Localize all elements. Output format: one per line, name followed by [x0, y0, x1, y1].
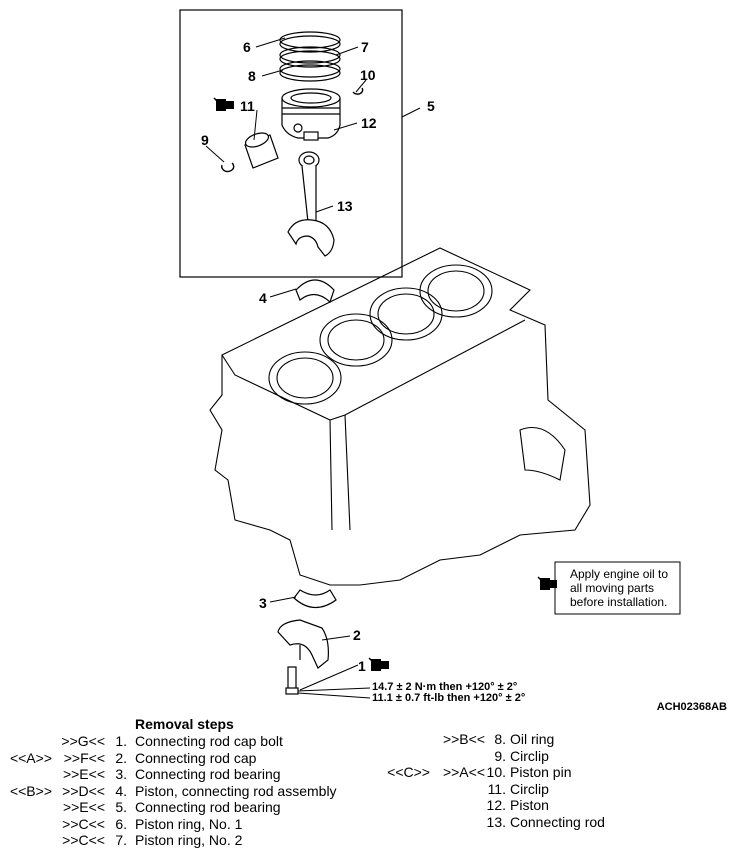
step-indicator: >>C<<	[62, 832, 105, 848]
step-label: Piston ring, No. 1	[135, 815, 243, 832]
callout-3: 3	[259, 595, 267, 611]
callout-10: 10	[360, 67, 376, 83]
step-indicator: >>G<<	[61, 733, 105, 749]
upper-bearing	[295, 279, 335, 304]
piston-pin	[244, 132, 279, 169]
removal-step-row: >>C<< 7. Piston ring, No. 2	[0, 832, 737, 849]
step-number: 4.	[115, 782, 127, 799]
removal-step-row: <<B>> >>D<< 4. Piston, connecting rod assem…	[0, 783, 737, 800]
step-indicator: >>E<<	[62, 766, 105, 782]
lower-bearing	[293, 589, 337, 609]
step-label: Connecting rod cap bolt	[135, 733, 283, 749]
leader-lines	[205, 37, 371, 699]
step-label: Circlip	[510, 780, 549, 797]
step-number: 10.	[486, 764, 506, 780]
step-number: 11.	[487, 780, 506, 797]
step-indicator: >>E<<	[62, 799, 105, 815]
oil-note-line-2: all moving parts	[570, 581, 654, 595]
removal-step-row: 12.Piston	[0, 797, 737, 814]
callout-1: 1	[358, 658, 366, 674]
connecting-rod	[287, 151, 335, 257]
step-number: 2.	[115, 749, 127, 766]
removal-step-row: >>B<< 8.Oil ring	[0, 731, 737, 748]
removal-steps-title: Removal steps	[135, 716, 234, 732]
callout-5: 5	[427, 98, 435, 114]
callout-6: 6	[243, 39, 251, 55]
removal-step-row: >>E<< 3. Connecting rod bearing	[0, 766, 737, 783]
callout-11: 11	[240, 98, 255, 114]
connecting-rod-cap-bolt	[285, 666, 299, 695]
oil-can-icon	[213, 97, 234, 111]
removal-step-row: <<C>> >>A<<10.Piston pin	[0, 764, 737, 781]
connecting-rod-cap	[277, 619, 329, 669]
step-label: Circlip	[510, 747, 549, 764]
exploded-diagram: 1 2 3 4 5 6 7 8 9 10 11 12 13 14.7 ± 2 N…	[179, 9, 727, 713]
oil-can-icon	[537, 576, 557, 590]
removal-step-row: >>C<< 6. Piston ring, No. 1	[0, 816, 737, 833]
torque-metric: 14.7 ± 2 N·m then +120° ± 2°	[372, 681, 517, 693]
step-indicator: >>B<<	[442, 731, 485, 747]
removal-step-row: 9.Circlip	[0, 748, 737, 765]
step-label: Piston ring, No. 2	[135, 832, 243, 848]
step-label: Connecting rod	[510, 813, 605, 830]
step-label: Connecting rod cap	[135, 749, 257, 766]
oil-note-box	[554, 561, 681, 615]
removal-steps: Removal steps >>G<< 1. Connecting rod cap …	[0, 716, 737, 859]
step-label: Piston pin	[510, 764, 572, 780]
piston-assembly-frame	[179, 9, 403, 278]
step-number: 8.	[494, 731, 506, 747]
figure-code: ACH02368AB	[657, 701, 727, 713]
callout-7: 7	[361, 39, 369, 55]
step-indicator: >>A<<	[442, 764, 485, 780]
step-pre-indicator: <<B>>	[9, 782, 52, 799]
removal-step-row: <<A>> >>F<< 2. Connecting rod cap	[0, 750, 737, 767]
callout-13: 13	[337, 198, 353, 214]
step-label: Connecting rod bearing	[135, 766, 281, 782]
circlip-right	[352, 87, 364, 95]
step-number: 1.	[115, 733, 127, 749]
step-indicator: >>C<<	[62, 815, 105, 832]
callout-9: 9	[201, 132, 209, 148]
step-pre-indicator: <<C>>	[387, 764, 430, 780]
step-number: 3.	[115, 766, 127, 782]
step-label: Oil ring	[510, 731, 555, 747]
step-number: 5.	[115, 799, 127, 815]
step-label: Piston, connecting rod assembly	[135, 782, 337, 799]
piston	[281, 88, 341, 141]
step-label: Connecting rod bearing	[135, 799, 281, 815]
oil-can-icon	[368, 657, 389, 671]
oil-note-line-3: before installation.	[570, 595, 667, 609]
piston-rings	[279, 31, 341, 82]
removal-step-row: 13.Connecting rod	[0, 814, 737, 831]
step-indicator: >>F<<	[63, 749, 105, 766]
oil-note-line-1: Apply engine oil to	[570, 567, 668, 581]
torque-imperial: 11.1 ± 0.7 ft-lb then +120° ± 2°	[372, 692, 525, 704]
removal-step-row: >>E<< 5. Connecting rod bearing	[0, 799, 737, 816]
step-indicator: >>D<<	[62, 782, 105, 799]
step-label: Piston	[510, 797, 549, 813]
step-number: 13.	[486, 813, 506, 830]
step-number: 6.	[115, 815, 127, 832]
callout-8: 8	[248, 68, 256, 84]
step-number: 9.	[494, 747, 506, 764]
step-number: 7.	[115, 832, 127, 848]
removal-step-row: 11.Circlip	[0, 781, 737, 798]
callout-12: 12	[361, 115, 377, 131]
callout-2: 2	[353, 627, 361, 643]
step-number: 12.	[486, 797, 506, 813]
circlip-left	[221, 162, 235, 173]
removal-step-row: >>G<< 1. Connecting rod cap bolt	[0, 733, 737, 750]
step-pre-indicator: <<A>>	[9, 749, 52, 766]
engine-block	[209, 247, 591, 586]
callout-4: 4	[259, 290, 267, 306]
